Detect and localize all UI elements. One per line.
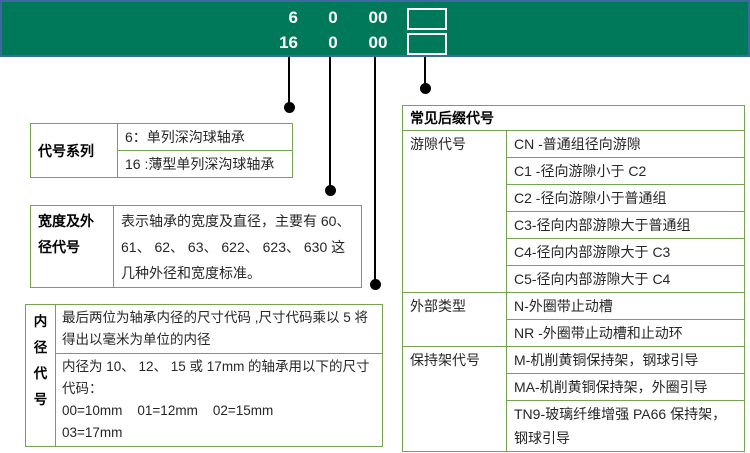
suffix-placeholder-box-row2 <box>407 33 447 55</box>
bore-digit-row1: 00 <box>368 8 388 27</box>
bore-small-sizes-cell: 内径为 10、 12、 15 或 17mm 的轴承用以下的尺寸代码： 00=10… <box>55 353 383 447</box>
table-row: C5-径向内部游隙大于 C4 <box>403 265 745 293</box>
connector-dot-suffix <box>420 83 431 94</box>
table-row: C3-径向内部游隙大于普通组 <box>403 211 745 239</box>
table-row: 内 径 代 号 最后两位为轴承内径的尺寸代码 ,尺寸代码乘以 5 将得出以毫米为… <box>25 304 383 447</box>
table-row: 16 :薄型单列深沟球轴承 <box>31 150 293 178</box>
connector-line-series <box>288 57 290 107</box>
bore-header-char: 内 <box>33 314 48 329</box>
series-row-6: 6：单列深沟球轴承 <box>117 123 293 151</box>
table-row: 宽度及外径代号 表示轴承的宽度及直径，主要有 60、 61、 62、 63、 6… <box>30 205 362 288</box>
table-row: TN9-玻璃纤维增强 PA66 保持架，钢球引导 <box>403 400 745 452</box>
table-row: 外部类型 N-外圈带止动槽 <box>402 292 745 347</box>
cage-section-label: 保持架代号 <box>402 346 507 452</box>
table-row: C1 -径向游隙小于 C2 <box>403 157 745 185</box>
bore-header-char: 径 <box>33 340 48 355</box>
table-row: 常见后缀代号 <box>402 105 745 131</box>
external-type-section-label: 外部类型 <box>402 292 507 347</box>
connector-line-suffix <box>424 57 426 89</box>
external-row-n: N-外圈带止动槽 <box>506 292 745 320</box>
table-row: 游隙代号 CN -普通组径向游隙 <box>402 130 745 293</box>
table-row: C2 -径向游隙小于普通组 <box>403 184 745 212</box>
connector-line-width <box>329 57 331 190</box>
bore-size-codes-line1: 00=10mm 01=12mm 02=15mm <box>62 403 274 418</box>
clearance-row-c2: C2 -径向游隙小于普通组 <box>506 184 745 212</box>
connector-dot-width <box>325 185 336 196</box>
connector-dot-series <box>284 102 295 113</box>
bore-header-char: 号 <box>33 392 48 407</box>
cage-row-ma: MA-机削黄铜保持架，外圈引导 <box>506 373 745 401</box>
table-row: 保持架代号 M-机削黄铜保持架，钢球引导 <box>402 346 745 452</box>
bore-table-header: 内 径 代 号 <box>25 304 56 447</box>
series-table: 代号系列 6：单列深沟球轴承 16 :薄型单列深沟球轴承 <box>30 123 293 178</box>
width-od-table: 宽度及外径代号 表示轴承的宽度及直径，主要有 60、 61、 62、 63、 6… <box>30 205 362 288</box>
clearance-row-c1: C1 -径向游隙小于 C2 <box>506 157 745 185</box>
series-digit-row2: 16 <box>279 33 298 52</box>
bore-header-char: 代 <box>33 366 48 381</box>
external-row-nr: NR -外圈带止动槽和止动环 <box>506 319 745 347</box>
connector-line-bore <box>374 57 376 284</box>
bore-digit-row2: 00 <box>368 33 388 52</box>
table-row: 代号系列 6：单列深沟球轴承 <box>30 123 293 178</box>
clearance-row-c5: C5-径向内部游隙大于 C4 <box>506 265 745 293</box>
bore-table: 内 径 代 号 最后两位为轴承内径的尺寸代码 ,尺寸代码乘以 5 将得出以毫米为… <box>25 304 383 447</box>
table-row: 内径为 10、 12、 15 或 17mm 的轴承用以下的尺寸代码： 00=10… <box>26 353 383 447</box>
cage-row-tn9: TN9-玻璃纤维增强 PA66 保持架，钢球引导 <box>506 400 745 452</box>
bore-small-sizes-intro: 内径为 10、 12、 15 或 17mm 的轴承用以下的尺寸代码： <box>62 359 370 396</box>
suffix-placeholder-box-row1 <box>407 8 447 30</box>
bore-rule-text: 最后两位为轴承内径的尺寸代码 ,尺寸代码乘以 5 将得出以毫米为单位的内径 <box>55 304 383 354</box>
clearance-row-c4: C4-径向内部游隙大于 C3 <box>506 238 745 266</box>
table-row: NR -外圈带止动槽和止动环 <box>403 319 745 347</box>
series-row-16: 16 :薄型单列深沟球轴承 <box>117 150 293 178</box>
clearance-row-c3: C3-径向内部游隙大于普通组 <box>506 211 745 239</box>
width-od-description: 表示轴承的宽度及直径，主要有 60、 61、 62、 63、 622、 623、… <box>113 205 362 288</box>
suffix-table: 常见后缀代号 游隙代号 CN -普通组径向游隙 C1 -径向游隙小于 C2 C2… <box>402 105 745 452</box>
cage-row-m: M-机削黄铜保持架，钢球引导 <box>506 346 745 374</box>
width-od-table-header: 宽度及外径代号 <box>30 205 114 288</box>
header-bar: 6 0 00 16 0 00 <box>0 0 750 57</box>
width-digit-row1: 0 <box>328 8 338 27</box>
clearance-row-cn: CN -普通组径向游隙 <box>506 130 745 158</box>
table-row: C4-径向内部游隙大于 C3 <box>403 238 745 266</box>
bore-size-codes-line2: 03=17mm <box>62 425 123 440</box>
table-row: MA-机削黄铜保持架，外圈引导 <box>403 373 745 401</box>
clearance-section-label: 游隙代号 <box>402 130 507 293</box>
series-table-header: 代号系列 <box>30 123 118 178</box>
series-digit-row1: 6 <box>288 8 298 27</box>
connector-dot-bore <box>370 279 381 290</box>
suffix-table-title: 常见后缀代号 <box>402 105 745 131</box>
width-digit-row2: 0 <box>328 33 338 52</box>
